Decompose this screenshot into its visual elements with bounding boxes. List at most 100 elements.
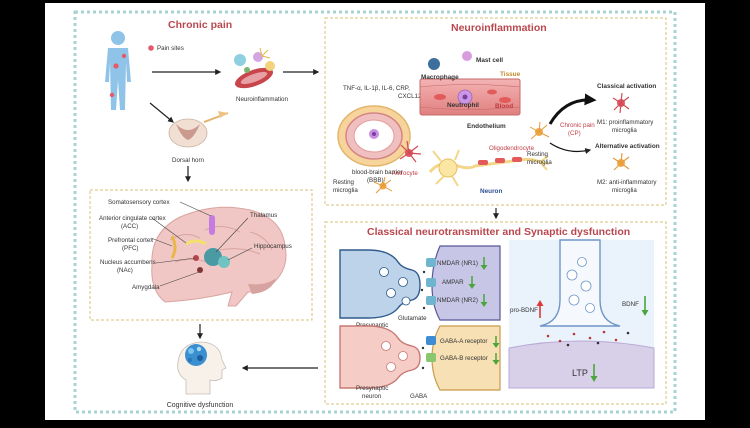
- m1-label-1: M1: proinflammatory: [597, 119, 654, 126]
- neutrophil-label: Neutrophil: [447, 102, 479, 109]
- gaba-label: GABA: [410, 393, 428, 400]
- glutamate-synapse: [339, 245, 501, 321]
- neuron-icon: [428, 149, 550, 187]
- classical-activation-arrow: [548, 93, 597, 125]
- resting-microglia-left-2: microglia: [333, 187, 358, 194]
- acc-label-2: (ACC): [121, 223, 138, 230]
- glutamate-label: Glutamate: [398, 315, 427, 322]
- neuroinflammation-illustration: [234, 47, 275, 89]
- bdnf-label: BDNF: [622, 301, 639, 308]
- pro-bdnf-label: pro-BDNF: [510, 307, 538, 314]
- pro-bdnf-up-arrow: [536, 300, 544, 318]
- gaba-synapse: [339, 325, 501, 391]
- nac-label-1: Nucleus accumbens: [100, 259, 156, 266]
- resting-microglia-left-1: Resting: [333, 179, 355, 186]
- gaba-b-label: GABA-B receptor: [440, 355, 488, 362]
- neuroinflammation-panel: Neuroinflammation TNF-α, IL-1β, IL-6, CR…: [324, 17, 667, 206]
- acc-label-1: Anterior cingulate cortex: [99, 215, 167, 222]
- cytokines-label-1: TNF-α, IL-1β, IL-6, CRP,: [343, 85, 410, 92]
- endothelium-label: Endothelium: [467, 123, 506, 130]
- bbb-label-2: (BBB): [367, 177, 384, 184]
- somatosensory-label: Somatosensory cortex: [108, 199, 170, 206]
- blood-label: Blood: [495, 103, 513, 110]
- outer-dashed-frame: [73, 10, 677, 414]
- classical-activation-label: Classical activation: [597, 83, 656, 90]
- dorsal-horn-label: Dorsal horn: [172, 157, 205, 164]
- neuroinflammation-box: [324, 17, 667, 206]
- nac-label-2: (NAc): [117, 267, 133, 274]
- amygdala-marker: [197, 267, 203, 273]
- nmdar-nr1-label: NMDAR (NR1): [437, 260, 478, 267]
- chronic-pain-panel: Chronic pain Pain sites Neuroinflammatio…: [89, 19, 313, 409]
- resting-microglia-right-1: Resting: [527, 151, 549, 158]
- glutamate-down-arrows: [468, 257, 488, 307]
- cp-label-1: Chronic pain: [560, 122, 595, 129]
- bbb-label-1: blood-brain barrier: [352, 169, 403, 176]
- astrocyte-icon: [399, 140, 422, 163]
- pain-site-dot: [109, 92, 115, 98]
- ampar-label: AMPAR: [442, 279, 464, 286]
- m1-microglia-icon: [612, 92, 630, 114]
- brain-illustration: [151, 206, 287, 307]
- cognitive-dysfunction-label: Cognitive dysfunction: [167, 402, 234, 409]
- macrophage-icon: [428, 58, 440, 70]
- macrophage-label: Macrophage: [421, 74, 459, 81]
- ltp-down-arrow: [590, 364, 598, 382]
- neuron-label: Neuron: [480, 188, 502, 195]
- m2-microglia-icon: [612, 152, 630, 171]
- nmdar-nr2-label: NMDAR (NR2): [437, 297, 478, 304]
- bdnf-down-arrow: [641, 296, 649, 316]
- dorsal-horn-icon: [168, 111, 229, 148]
- gaba-down-arrows: [492, 336, 500, 365]
- resting-microglia-left-icon: [373, 176, 393, 194]
- m2-label-2: microglia: [612, 187, 637, 194]
- mast-cell-label: Mast cell: [476, 57, 503, 64]
- blood-tissue-band: [419, 78, 521, 116]
- pain-site-dot: [113, 63, 119, 69]
- ltp-label: LTP: [572, 368, 588, 378]
- thalamus-label: Thalamus: [250, 212, 277, 219]
- synaptic-title: Classical neurotransmitter and Synaptic …: [367, 226, 630, 238]
- somatosensory-marker: [209, 215, 215, 235]
- neuroinflammation-small-label: Neuroinflammation: [236, 96, 288, 103]
- human-body-icon: [105, 31, 131, 110]
- brain-leader-lines: [150, 201, 253, 287]
- amygdala-label: Amygdala: [132, 284, 160, 291]
- nac-marker: [193, 255, 199, 261]
- presynaptic-bottom-2: neuron: [362, 393, 382, 400]
- neuroinflammation-title: Neuroinflammation: [451, 22, 547, 34]
- alternative-activation-label: Alternative activation: [595, 143, 660, 150]
- ltp-synapse: [508, 239, 655, 389]
- hippocampus-marker: [218, 256, 230, 268]
- presynaptic-bottom-1: Presynaptic: [356, 385, 388, 392]
- bbb-vessel-icon: [337, 105, 411, 167]
- gaba-a-label: GABA-A receptor: [440, 338, 487, 345]
- synaptic-box: [324, 221, 667, 405]
- tissue-label: Tissue: [500, 71, 521, 78]
- pfc-label-1: Prefrontal cortex: [108, 237, 154, 244]
- synaptic-panel: Classical neurotransmitter and Synaptic …: [324, 221, 667, 405]
- hippocampus-label: Hippocampus: [254, 243, 292, 250]
- head-profile-icon: [177, 341, 227, 395]
- pfc-label-2: (PFC): [122, 245, 139, 252]
- cytokines-label-2: CXCL12: [398, 93, 422, 100]
- alternative-activation-arrow: [549, 142, 592, 154]
- pain-sites-label: Pain sites: [157, 45, 184, 52]
- acc-marker: [185, 239, 207, 246]
- brain-regions-box: [89, 189, 313, 321]
- thalamus-marker: [204, 248, 222, 266]
- mast-cell-icon: [462, 51, 472, 61]
- cp-label-2: (CP): [568, 130, 581, 137]
- pfc-marker: [170, 235, 177, 259]
- resting-microglia-right-2: microglia: [527, 159, 552, 166]
- chronic-pain-title: Chronic pain: [168, 19, 232, 31]
- resting-microglia-right-icon: [529, 121, 550, 140]
- arrow-to-dorsal-horn: [149, 102, 174, 123]
- m1-label-2: microglia: [612, 127, 637, 134]
- oligodendrocyte-label: Oligodendrocyte: [489, 145, 535, 152]
- m2-label-1: M2: anti-inflammatory: [597, 179, 657, 186]
- pain-sites-legend-dot: [148, 45, 154, 51]
- pain-site-dot: [121, 53, 127, 59]
